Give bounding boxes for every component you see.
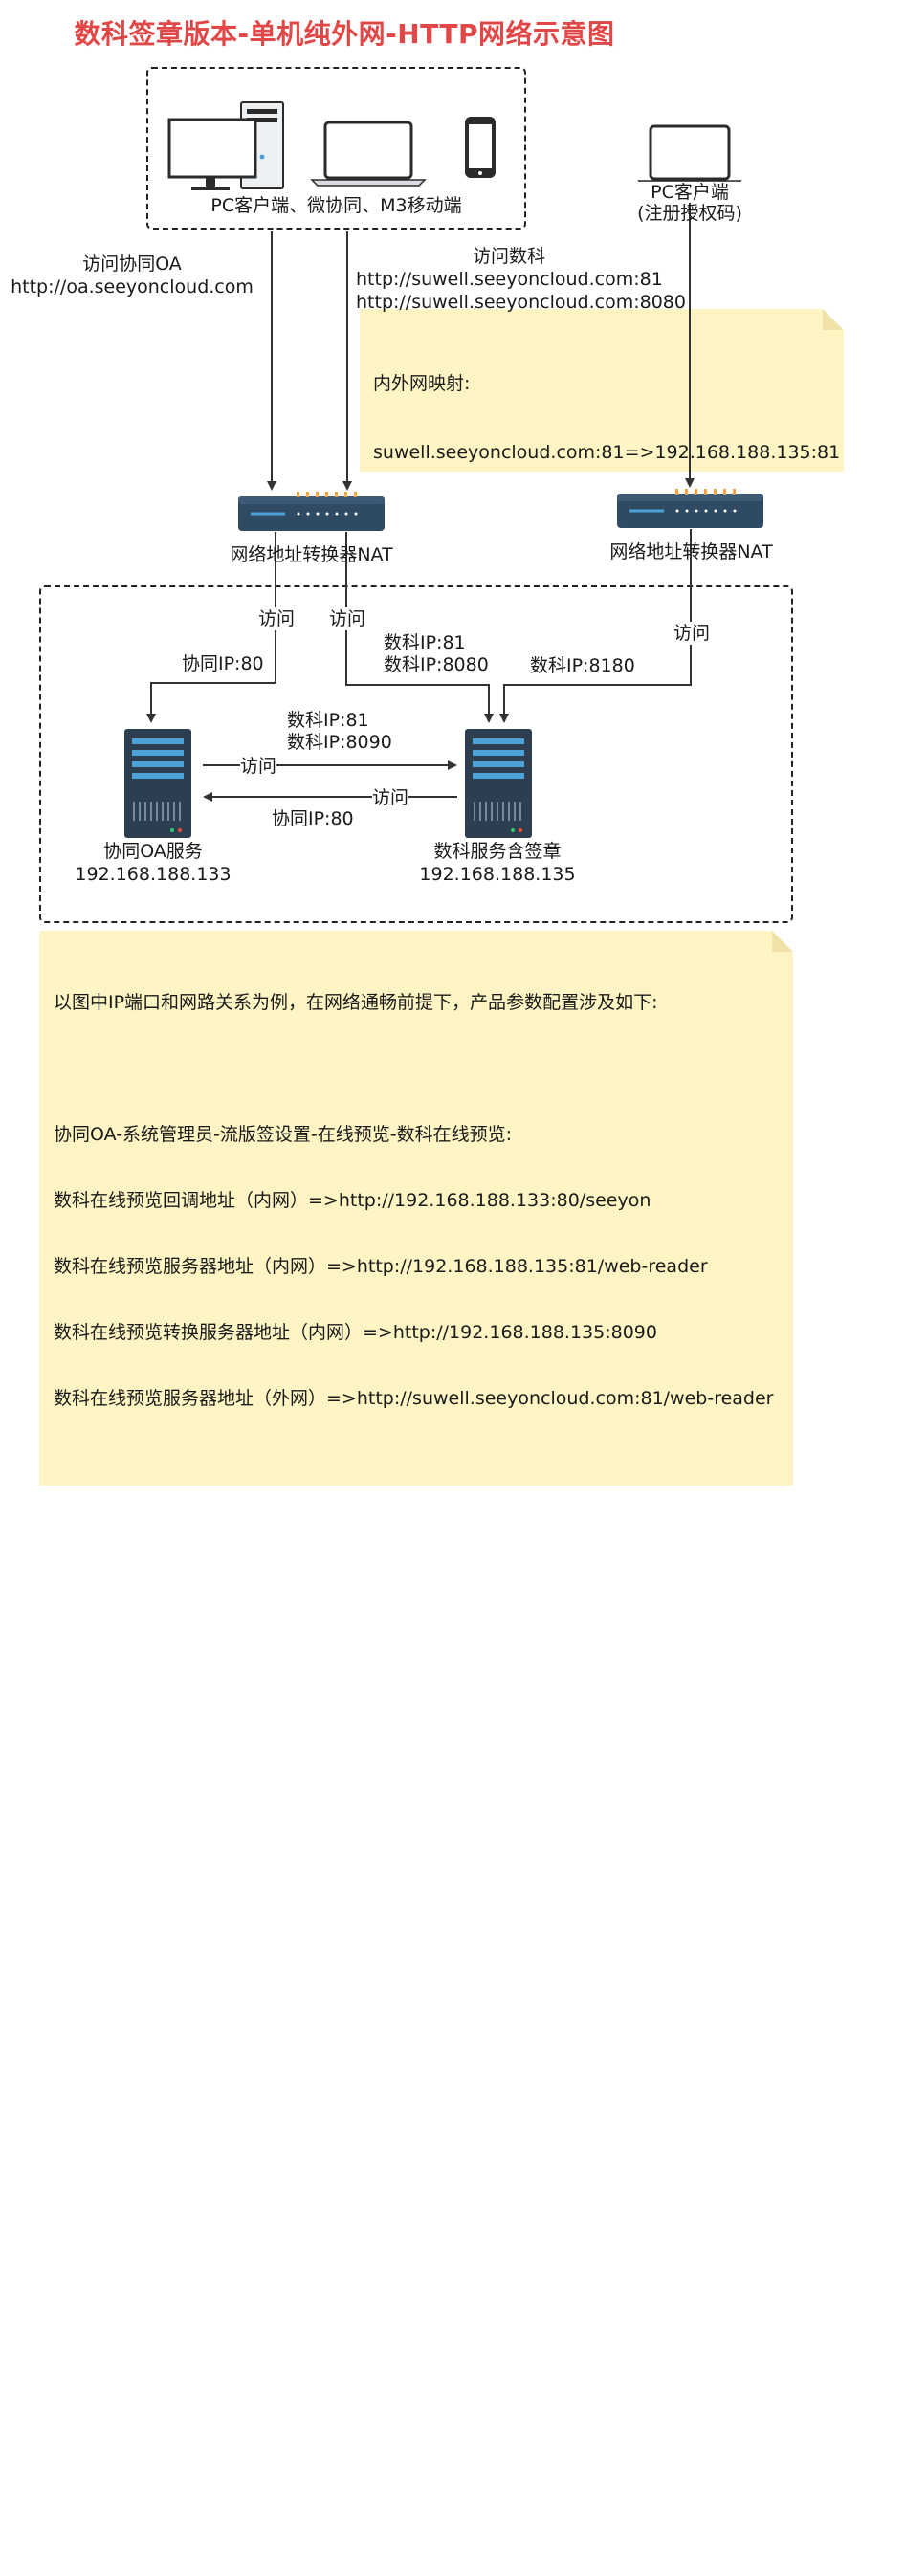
access-oa-label: 访问协同OA http://oa.seeyoncloud.com bbox=[8, 253, 256, 298]
config-line: 数科在线预览转换服务器地址（内网）=>http://192.168.188.13… bbox=[54, 1322, 657, 1343]
laptop-icon bbox=[310, 121, 427, 187]
page-title: 数科签章版本-单机纯外网-HTTP网络示意图 bbox=[74, 18, 615, 50]
mapping-note: 内外网映射: suwell.seeyoncloud.com:81=>192.16… bbox=[360, 309, 844, 472]
edge-label-access: 访问 bbox=[329, 607, 366, 630]
config-line: 协同OA-系统管理员-流版签设置-多网段设置: bbox=[54, 1850, 415, 1871]
edge-label-suwell-ip81: 数科IP:81 bbox=[384, 632, 466, 653]
edge-natright-to-suwell-server bbox=[499, 529, 692, 723]
diagram-canvas bbox=[124, 101, 763, 838]
client-group-label: PC客户端、微协同、M3移动端 bbox=[210, 195, 462, 216]
mapping-line: 内外网映射: bbox=[373, 373, 471, 394]
phone-icon bbox=[465, 117, 496, 178]
intranet-group-box bbox=[39, 585, 793, 923]
config-line: 数科签章服务器地址（内网）=>http://192.168.188.135:81… bbox=[54, 1652, 672, 1673]
oa-server-name: 协同OA服务 bbox=[103, 841, 203, 862]
config-line: 数科签章服务器地址（外网）=>http://suwell.seeyoncloud… bbox=[54, 1718, 738, 1739]
edge-label-access: 访问 bbox=[258, 607, 296, 630]
config-line: 以图中IP端口和网路关系为例，在网络通畅前提下，产品参数配置涉及如下: bbox=[54, 992, 658, 1013]
config-note: 以图中IP端口和网路关系为例，在网络通畅前提下，产品参数配置涉及如下: 协同OA… bbox=[39, 931, 793, 1486]
access-oa-line2: http://oa.seeyoncloud.com bbox=[11, 276, 254, 297]
access-suwell-label: 访问数科 http://suwell.seeyoncloud.com:81 ht… bbox=[356, 245, 686, 314]
pc-auth-label: PC客户端 (注册授权码) bbox=[612, 182, 767, 224]
suwell-server-ip: 192.168.188.135 bbox=[419, 864, 576, 885]
config-line: 数科suwell.env: bbox=[54, 2114, 192, 2135]
config-line: # 增加外网访问数科8080地址，半角逗号隔开 bbox=[54, 2180, 430, 2201]
access-suwell-line1: 访问数科 bbox=[472, 246, 545, 267]
mapping-note-text: 内外网映射: suwell.seeyoncloud.com:81=>192.16… bbox=[373, 326, 844, 472]
config-line: wo_domain=原配置不动,http://suwell.seeyonclou… bbox=[54, 2246, 599, 2267]
config-line: 数科在线预览服务器地址（内网）=>http://192.168.188.135:… bbox=[54, 1256, 708, 1277]
oa-server-ip: 192.168.188.133 bbox=[75, 864, 232, 885]
edge-label-mid-access-right: 访问 bbox=[240, 755, 277, 778]
nat-right-device-icon bbox=[617, 489, 763, 528]
edge-label-suwell-ip8080: 数科IP:8080 bbox=[384, 654, 489, 675]
config-line: 数科在线预览服务器地址（外网）=>http://suwell.seeyonclo… bbox=[54, 1388, 774, 1409]
suwell-server-label: 数科服务含签章 192.168.188.135 bbox=[402, 840, 593, 886]
client-group-box bbox=[146, 67, 526, 230]
suwell-server-icon bbox=[465, 729, 532, 838]
edge-label-mid-ip81: 数科IP:81 bbox=[287, 710, 369, 731]
config-line bbox=[54, 2048, 774, 2070]
edge-label-access: 访问 bbox=[673, 622, 711, 645]
edge-label-suwell-ip8180: 数科IP:8180 bbox=[530, 655, 635, 676]
nat-right-label: 网络地址转换器NAT bbox=[609, 541, 773, 562]
edge-label-mid-ports: 数科IP:81 数科IP:8090 bbox=[287, 710, 392, 754]
access-oa-line1: 访问协同OA bbox=[82, 253, 182, 275]
access-suwell-line2: http://suwell.seeyoncloud.com:81 bbox=[356, 269, 663, 290]
desktop-pc-icon bbox=[167, 101, 284, 190]
pc-auth-label-line2: (注册授权码) bbox=[637, 203, 742, 224]
access-suwell-line3: http://suwell.seeyoncloud.com:8080 bbox=[356, 292, 686, 313]
config-line bbox=[54, 2444, 774, 2466]
config-line: # 纯外网访问，将Endpoint的值改成外网访问数科8080地址 bbox=[54, 2312, 547, 2333]
suwell-server-name: 数科服务含签章 bbox=[433, 841, 562, 862]
edge-label-oa-ip80: 协同IP:80 bbox=[182, 653, 264, 674]
oa-server-label: 协同OA服务 192.168.188.133 bbox=[57, 840, 249, 886]
config-line: - 协同内网IP/域名：192.168.188.133 bbox=[54, 1916, 372, 1937]
mapping-line: suwell.seeyoncloud.com:81=>192.168.188.1… bbox=[373, 442, 841, 463]
config-line: - 协同外网IP/域名：oa.seeyoncloud.com bbox=[54, 1982, 403, 2003]
edge-label-mid-access-left: 访问 bbox=[372, 786, 409, 809]
config-line: 数科在线预览回调地址（内网）=>http://192.168.188.133:8… bbox=[54, 1190, 651, 1211]
config-line: 协同OA-系统管理员-流版签设置-在线预览-数科在线预览: bbox=[54, 1124, 513, 1145]
config-line: 数科8180端口用于数科后台管理，外网按需开通网络访问，不要全网暴露（避免被攻击… bbox=[54, 2510, 773, 2531]
nat-left-label: 网络地址转换器NAT bbox=[230, 544, 393, 565]
edge-label-suwell-ports: 数科IP:81 数科IP:8080 bbox=[384, 632, 489, 676]
edge-label-mid-ip8090: 数科IP:8090 bbox=[287, 732, 392, 753]
pc-auth-label-line1: PC客户端 bbox=[612, 182, 767, 203]
config-line bbox=[54, 1784, 774, 1806]
config-note-text: 以图中IP端口和网路关系为例，在网络通畅前提下，产品参数配置涉及如下: 协同OA… bbox=[54, 948, 774, 2531]
nat-left-device-icon bbox=[238, 492, 385, 531]
config-line: Endpoint="http://suwell.seeyoncloud.com:… bbox=[54, 2378, 497, 2399]
oa-server-icon bbox=[124, 729, 191, 838]
auth-laptop-icon bbox=[637, 124, 742, 187]
edge-label-mid-oa-ip80: 协同IP:80 bbox=[272, 808, 354, 829]
